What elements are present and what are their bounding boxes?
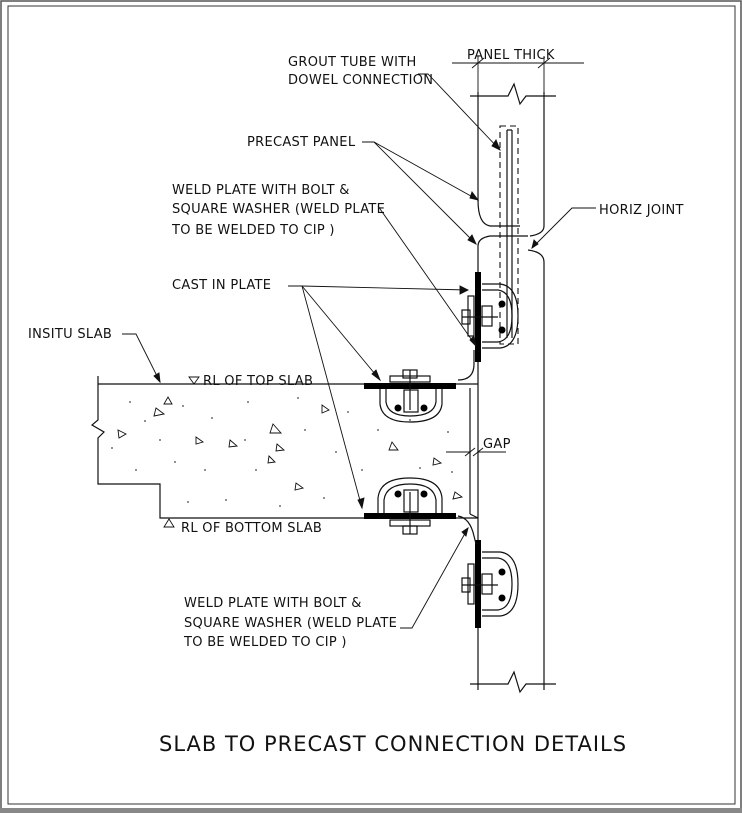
weld-plate-bottom-label-line1: WELD PLATE WITH BOLT & xyxy=(184,596,362,611)
insitu-slab-label: INSITU SLAB xyxy=(28,327,112,342)
drawing-title: SLAB TO PRECAST CONNECTION DETAILS xyxy=(159,732,627,756)
cast-in-plate-label: CAST IN PLATE xyxy=(172,278,271,293)
upper-panel-anchor xyxy=(461,283,519,349)
concrete-hatch xyxy=(117,396,464,500)
concrete-dots xyxy=(111,397,453,507)
cast-in-plate-lower xyxy=(475,540,481,628)
rl-top-slab-label: RL OF TOP SLAB xyxy=(203,374,313,389)
horiz-joint-label: HORIZ JOINT xyxy=(599,203,684,218)
slab-bottom-anchor xyxy=(377,477,443,535)
panel-thick-label: PANEL THICK xyxy=(467,48,555,63)
upper-precast-panel xyxy=(470,82,556,237)
leader-lines xyxy=(122,73,596,629)
lower-panel-anchor xyxy=(461,551,519,617)
inner-frame xyxy=(7,5,736,805)
weld-plate-top-label-line3: TO BE WELDED TO CIP ) xyxy=(171,223,335,238)
weld-plate-top-label-line2: SQUARE WASHER (WELD PLATE xyxy=(172,202,385,217)
insitu-slab xyxy=(90,376,479,519)
top-weld-strap xyxy=(457,350,475,381)
bottom-weld-strap xyxy=(457,515,477,545)
precast-panel-label: PRECAST PANEL xyxy=(247,135,356,150)
rl-bottom-slab-label: RL OF BOTTOM SLAB xyxy=(181,521,322,536)
bottom-edge xyxy=(0,808,742,813)
grout-tube-label-line2: DOWEL CONNECTION xyxy=(288,73,433,88)
panel-thick-dimension xyxy=(452,56,584,92)
lower-precast-panel xyxy=(470,235,556,694)
weld-plate-top-label-line1: WELD PLATE WITH BOLT & xyxy=(172,183,350,198)
slab-top-anchor xyxy=(379,369,443,423)
gap-label: GAP xyxy=(483,437,511,452)
grout-tube xyxy=(499,125,519,345)
grout-tube-label-line1: GROUT TUBE WITH xyxy=(288,55,417,70)
weld-plate-bottom-label-line2: SQUARE WASHER (WELD PLATE xyxy=(184,616,397,631)
weld-plate-bottom-label-line3: TO BE WELDED TO CIP ) xyxy=(183,635,347,650)
